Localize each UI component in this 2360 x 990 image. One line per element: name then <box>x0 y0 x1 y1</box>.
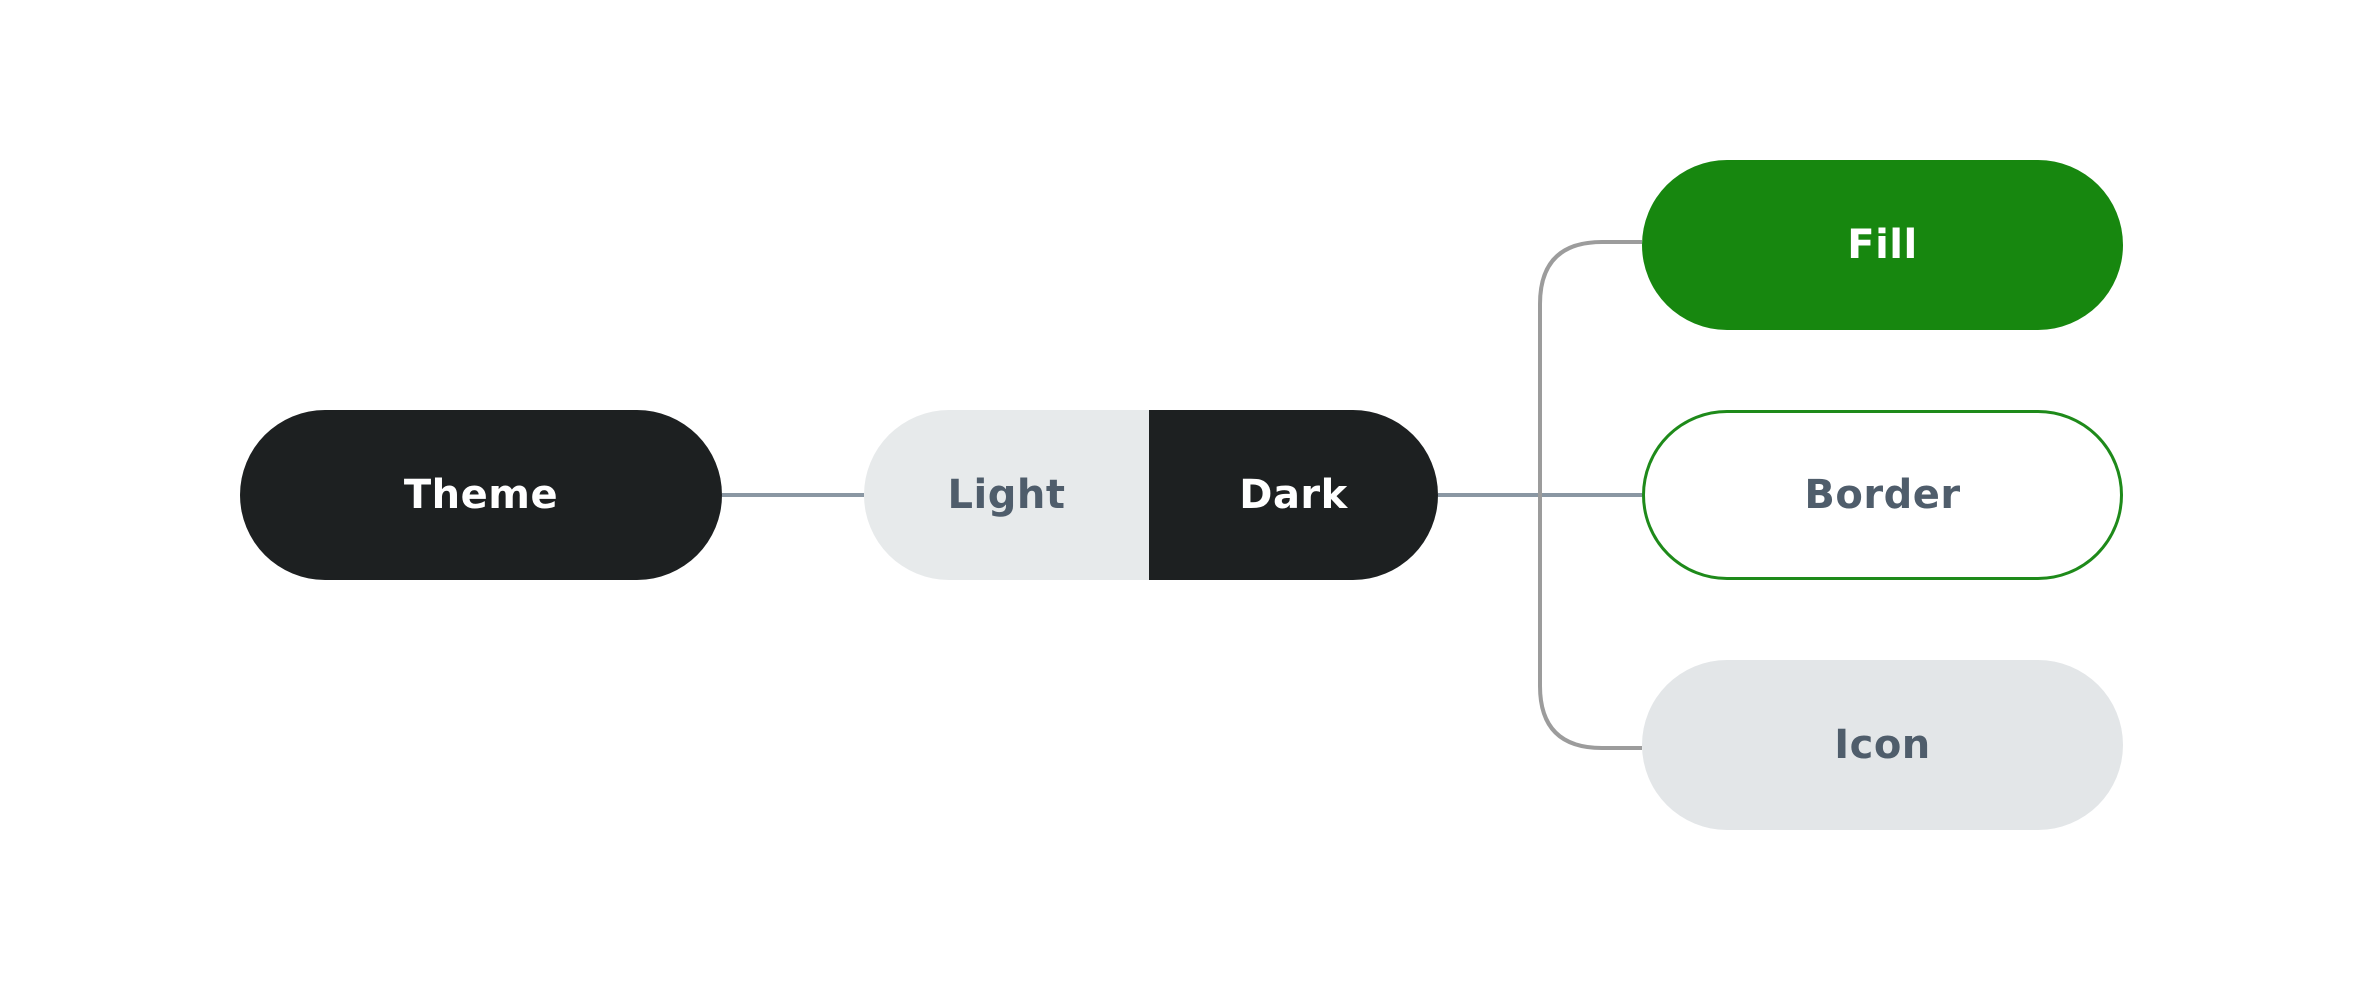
light-option[interactable]: Light <box>864 410 1149 580</box>
border-style-node[interactable]: Border <box>1642 410 2123 580</box>
icon-style-node[interactable]: Icon <box>1642 660 2123 830</box>
fill-style-node[interactable]: Fill <box>1642 160 2123 330</box>
icon-label: Icon <box>1834 722 1931 768</box>
connector-bracket <box>1538 240 1642 750</box>
theme-node: Theme <box>240 410 722 580</box>
dark-label: Dark <box>1239 472 1348 518</box>
light-dark-toggle[interactable]: Light Dark <box>864 410 1438 580</box>
light-label: Light <box>947 472 1066 518</box>
theme-label: Theme <box>403 472 559 518</box>
fill-label: Fill <box>1847 222 1918 268</box>
dark-option[interactable]: Dark <box>1149 410 1438 580</box>
border-label: Border <box>1804 472 1961 518</box>
